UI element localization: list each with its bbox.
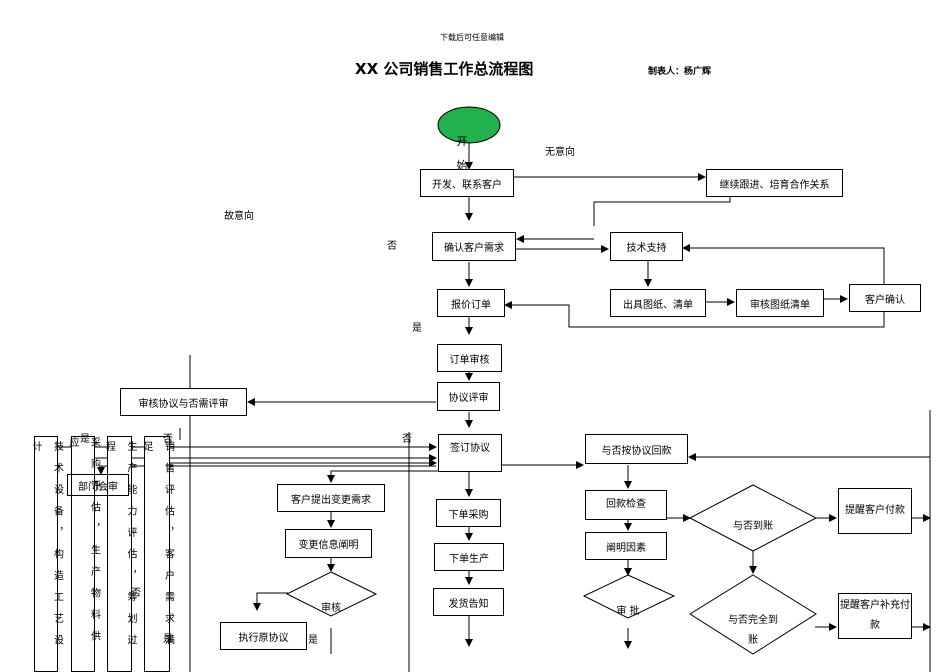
purchase-column-box: 采购评估，生产物料供应 <box>67 436 100 672</box>
decision-approve-shape <box>582 574 676 619</box>
start-node-label: 开始 <box>456 135 468 172</box>
sign-agreement-box: 签订协议 <box>438 434 502 472</box>
received-decision-label: 与否到账 <box>733 521 773 532</box>
sales-column-box: 销售评估，客户需求满足 <box>141 436 174 672</box>
production-column-text: 生产能力评估，筹划过程 <box>103 441 137 656</box>
remind-supplement-box: 提醒客户补充付款 <box>838 593 912 639</box>
explain-reason-box: 阐明因素 <box>585 532 667 560</box>
no-label-production: 否 <box>131 588 141 599</box>
dept-meeting-box: 部门会审 <box>67 474 129 496</box>
decision-received-shape <box>688 484 818 552</box>
review-drawings-box: 审核图纸清单 <box>736 289 824 317</box>
tech-column-text: 技术设备，构造工艺设计 <box>30 441 63 656</box>
agreement-review-box: 协议评审 <box>437 382 500 411</box>
decision-fully-received-shape <box>689 574 817 655</box>
review-agreement-box: 审核协议与否需评审 <box>120 388 247 416</box>
customer-confirm-box: 客户确认 <box>849 284 921 312</box>
audit-decision-label: 审核 <box>321 603 341 614</box>
no-label-sign: 否 <box>402 434 412 445</box>
quote-order-box: 报价订单 <box>437 289 505 317</box>
no-intent-label: 无意向 <box>545 147 575 158</box>
purchase-column-text: 采购评估，生产物料供应 <box>67 437 100 652</box>
no-label-confirm: 否 <box>387 241 397 252</box>
production-order-box: 下单生产 <box>434 543 504 571</box>
confirm-needs-box: 确认客户需求 <box>432 232 516 261</box>
intent-label: 故意向 <box>224 211 254 222</box>
change-info-box: 变更信息阐明 <box>285 529 372 558</box>
maker-label: 制表人：杨广辉 <box>648 67 712 77</box>
no-label-left: 否 <box>163 434 173 445</box>
yes-label-audit: 是 <box>308 635 318 646</box>
change-request-box: 客户提出变更需求 <box>277 484 385 512</box>
page-title: XX 公司销售工作总流程图 <box>355 60 534 78</box>
tech-support-box: 技术支持 <box>610 232 683 261</box>
sales-column-text: 销售评估，客户需求满足 <box>141 441 174 656</box>
yes-label-quote: 是 <box>412 323 422 334</box>
follow-up-box: 继续跟进、培育合作关系 <box>706 169 843 197</box>
payment-by-agreement-box: 与否按协议回款 <box>585 434 688 464</box>
start-node-shape <box>437 106 501 144</box>
production-column-box: 生产能力评估，筹划过程 <box>104 436 136 672</box>
watermark-text: 下载后可任意编辑 <box>440 33 504 42</box>
ship-notice-box: 发货告知 <box>433 588 504 616</box>
tech-column-box: 技术设备，构造工艺设计 <box>30 436 63 672</box>
remind-pay-box: 提醒客户付款 <box>838 488 912 534</box>
develop-customer-box: 开发、联系客户 <box>420 169 514 197</box>
yes-label-left: 是 <box>80 434 90 445</box>
collection-check-box: 回款检查 <box>585 490 667 520</box>
decision-audit-shape <box>285 571 378 617</box>
fully-received-decision-label: 与否完全到账 <box>728 615 778 646</box>
order-review-box: 订单审核 <box>437 344 502 372</box>
execute-original-box: 执行原协议 <box>220 622 307 650</box>
yes-label-sales: 是 <box>163 634 173 645</box>
purchase-order-box: 下单采购 <box>436 499 501 527</box>
drawings-box: 出具图纸、清单 <box>610 289 706 317</box>
approve-decision-label: 审 批 <box>616 606 640 617</box>
